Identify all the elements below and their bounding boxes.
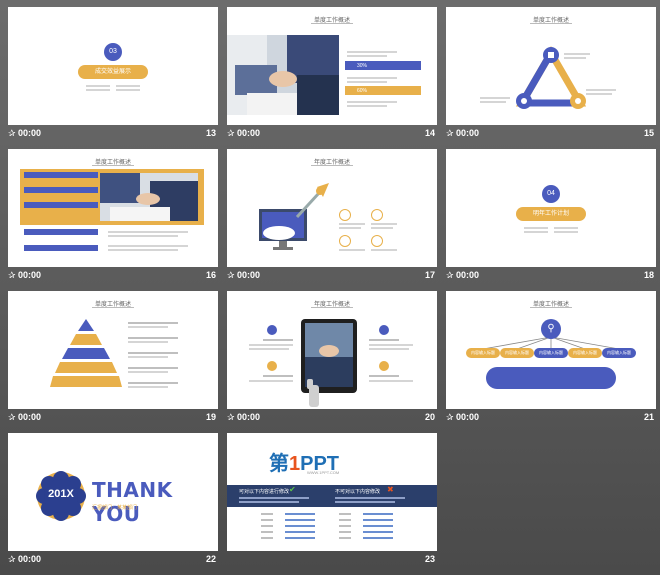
- tablet-hand-illustration: [301, 319, 357, 407]
- slide-timing: 00:00: [18, 270, 42, 280]
- slide-number: 15: [643, 128, 654, 138]
- star-icon: ✰: [8, 128, 16, 138]
- slide-footer: ✰ 00:00 14: [227, 127, 437, 141]
- tree-connectors: [482, 336, 620, 350]
- slide-footer: ✰ 00:00 20: [227, 411, 437, 425]
- star-icon: ✰: [227, 128, 235, 138]
- slide-timing: 00:00: [456, 270, 480, 280]
- category-box: 内容输入标题: [534, 348, 568, 358]
- check-icon: ✔: [289, 485, 296, 494]
- slide-footer: ✰ 00:00 19: [8, 411, 218, 425]
- progress-label: 60%: [357, 88, 368, 94]
- slide-18-canvas[interactable]: 04 明年工作计划: [446, 149, 656, 267]
- slide-footer: ✰ 00:00 15: [446, 127, 656, 141]
- badge-seal: [36, 471, 86, 521]
- slide-timing: 00:00: [456, 128, 480, 138]
- left-heading: 可对以下内容进行修改: [239, 489, 290, 495]
- slide-footer: ✰ 00:00 18: [446, 269, 656, 283]
- star-icon: ✰: [227, 270, 235, 280]
- rocket-monitor-illustration: [259, 183, 329, 250]
- star-icon: ✰: [446, 270, 454, 280]
- slide-15-canvas[interactable]: 单度工作概述: [446, 7, 656, 125]
- slide-16-canvas[interactable]: 单度工作概述: [8, 149, 218, 267]
- triangle-cycle-diagram: [515, 46, 587, 109]
- slide-title: 年度工作概述: [313, 160, 350, 166]
- slide-footer: 23: [227, 553, 437, 567]
- slide-timing: 00:00: [456, 412, 480, 422]
- slide-number: 14: [424, 128, 435, 138]
- slide-footer: ✰ 00:00 22: [8, 553, 218, 567]
- section-title-pill: 明年工作计划: [516, 207, 586, 221]
- category-box: 内容输入标题: [602, 348, 636, 358]
- slide-title: 年度工作概述: [313, 302, 350, 308]
- slide-title: 单度工作概述: [313, 18, 350, 24]
- pyramid-diagram: [50, 319, 122, 387]
- slide-number: 21: [643, 412, 654, 422]
- presenter-subtitle: 汇报部门：某某部门: [92, 505, 138, 511]
- slide-footer: ✰ 00:00 13: [8, 127, 218, 141]
- slide-timing: 00:00: [18, 412, 42, 422]
- slide-footer: ✰ 00:00 16: [8, 269, 218, 283]
- logo: 第1PPT: [269, 453, 340, 475]
- slide-19-canvas[interactable]: 单度工作概述: [8, 291, 218, 409]
- right-heading: 不可对以下内容修改: [335, 489, 381, 495]
- slide-footer: ✰ 00:00 21: [446, 411, 656, 425]
- category-box: 内容输入标题: [466, 348, 500, 358]
- slide-number: 18: [643, 270, 654, 280]
- section-number-badge: 04: [542, 185, 560, 203]
- slide-13-canvas[interactable]: 03 成交效益展示: [8, 7, 218, 125]
- progress-label: 30%: [357, 63, 368, 69]
- logo-url: WWW.1PPT.COM: [307, 470, 340, 475]
- slide-23-canvas[interactable]: 第1PPT WWW.1PPT.COM 可对以下内容进行修改 ✔ 不可对以下内容修…: [227, 433, 437, 551]
- section-title-pill: 成交效益展示: [78, 65, 148, 79]
- slide-timing: 00:00: [237, 270, 261, 280]
- thank-you-heading: THANK YOU: [92, 478, 173, 526]
- slide-title: 单度工作概述: [532, 302, 569, 308]
- slide-number: 20: [424, 412, 435, 422]
- category-box: 内容输入标题: [568, 348, 602, 358]
- slide-22-canvas[interactable]: 201X THANK YOU 汇报部门：某某部门: [8, 433, 218, 551]
- slide-17-canvas[interactable]: 年度工作概述: [227, 149, 437, 267]
- star-icon: ✰: [8, 270, 16, 280]
- meeting-photo: [100, 173, 198, 221]
- progress-bar: [345, 61, 421, 70]
- slide-timing: 00:00: [237, 128, 261, 138]
- star-icon: ✰: [446, 412, 454, 422]
- year-label: 201X: [48, 488, 74, 500]
- slide-title: 单度工作概述: [94, 160, 131, 166]
- progress-bar: [345, 86, 421, 95]
- slide-footer: ✰ 00:00 17: [227, 269, 437, 283]
- slide-timing: 00:00: [237, 412, 261, 422]
- slide-number: 19: [205, 412, 216, 422]
- slide-title: 单度工作概述: [94, 302, 131, 308]
- cross-icon: ✖: [387, 485, 394, 494]
- slide-timing: 00:00: [18, 128, 42, 138]
- handshake-photo: [227, 35, 339, 115]
- star-icon: ✰: [227, 412, 235, 422]
- star-icon: ✰: [8, 412, 16, 422]
- slide-14-canvas[interactable]: 单度工作概述 30% 60%: [227, 7, 437, 125]
- slide-timing: 00:00: [18, 554, 42, 564]
- summary-box: [486, 367, 616, 389]
- category-box: 内容输入标题: [500, 348, 534, 358]
- slide-number: 17: [424, 270, 435, 280]
- slide-number: 16: [205, 270, 216, 280]
- star-icon: ✰: [446, 128, 454, 138]
- search-icon: ⚲: [541, 319, 561, 339]
- star-icon: ✰: [8, 554, 16, 564]
- slide-number: 23: [424, 554, 435, 564]
- slide-20-canvas[interactable]: 年度工作概述: [227, 291, 437, 409]
- slide-number: 13: [205, 128, 216, 138]
- slide-title: 单度工作概述: [532, 18, 569, 24]
- section-number-badge: 03: [104, 43, 122, 61]
- slide-21-canvas[interactable]: 单度工作概述 ⚲ 内容输入标题 内容输入标题 内容输入标题 内容输入标题 内容输…: [446, 291, 656, 409]
- slide-number: 22: [205, 554, 216, 564]
